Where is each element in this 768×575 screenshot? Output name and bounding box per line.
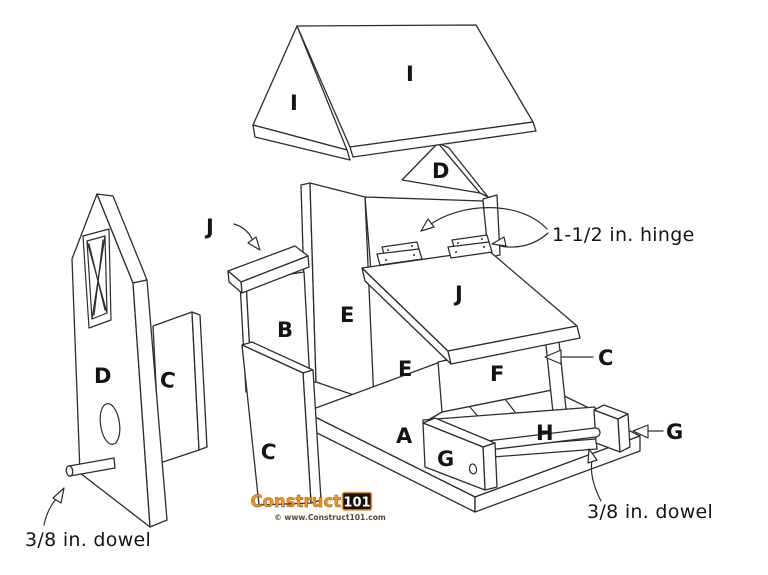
label-roof-left-i: I: [290, 91, 298, 115]
annotations: 1-1/2 in. hinge C G 3/8 in. dowel 3/8 in…: [25, 207, 713, 551]
roof-right-edge: [349, 121, 537, 158]
hinge-arrow-right-head: [491, 236, 507, 247]
hinge-right: [447, 234, 493, 259]
hinge-arrow-left-line: [427, 207, 548, 230]
tray-left-block: [422, 417, 498, 491]
label-left-side-c: C: [259, 439, 277, 464]
label-base-a: A: [396, 424, 413, 448]
barn-side-panel-edge: [191, 311, 208, 451]
label-front-panel-f: F: [490, 362, 504, 386]
label-lid-j: J: [453, 282, 463, 306]
label-side-wall-e: E: [340, 303, 354, 327]
tray-dowel: [486, 427, 601, 451]
label-awning-j: J: [204, 215, 214, 239]
label-barn-front-d: D: [94, 364, 111, 388]
base-front-right: [474, 435, 641, 513]
logo-number-box: [341, 491, 373, 511]
construct101-logo: Construct 101 © www.Construct101.com: [250, 491, 386, 522]
label-barn-side-c: C: [158, 367, 177, 393]
part-labels: D J B E J E F C A G H: [204, 159, 554, 471]
label-tray-rail-h: H: [536, 421, 554, 445]
post-pointer-head: [544, 349, 562, 365]
tray-end-pointer-head: [632, 424, 649, 439]
hinge-arrow-left-head: [420, 218, 435, 232]
label-corner-post-c: C: [598, 346, 613, 370]
label-tray-block-g: G: [437, 447, 454, 471]
logo-url-text: © www.Construct101.com: [274, 513, 386, 522]
dowel-left-arrow-line: [43, 498, 57, 526]
left-side-panel: [241, 341, 322, 506]
lid-fascia: [447, 325, 581, 365]
dowel-right-arrow-line: [590, 459, 602, 502]
main-assembly: [227, 142, 641, 513]
roof-assembly: I I: [252, 24, 537, 161]
tray-end-block: [593, 404, 631, 453]
hinge-annotation: 1-1/2 in. hinge: [552, 224, 695, 246]
roof-left-edge: [252, 124, 351, 161]
logo-brand-text: Construct: [251, 492, 342, 511]
awning: [227, 245, 310, 294]
barn-window: [82, 228, 112, 329]
awning-arrow-line: [233, 223, 253, 240]
hinge-left: [376, 241, 423, 266]
hinge-arrow-right-line: [499, 232, 549, 248]
barn-front-side-edge: [132, 279, 168, 528]
label-gable-d: D: [432, 159, 449, 183]
dowel-left-arrow-head: [52, 487, 65, 504]
label-side-lower-e: E: [398, 357, 412, 381]
logo-number-text: 101: [343, 496, 370, 511]
entrance-hole: [99, 403, 121, 445]
barn-front-piece: D C: [65, 193, 208, 528]
perch-dowel: [65, 457, 116, 477]
dowel-right-arrow-head: [587, 448, 598, 464]
hinged-lid: [361, 249, 581, 365]
side-wall-face: [309, 182, 375, 403]
dowel-right-annotation: 3/8 in. dowel: [587, 501, 713, 523]
label-roof-right-i: I: [406, 62, 414, 86]
dowel-left-annotation: 3/8 in. dowel: [25, 529, 151, 551]
label-front-upper-b: B: [277, 318, 293, 342]
label-tray-end-g: G: [666, 420, 683, 444]
awning-arrow-head: [247, 236, 261, 251]
